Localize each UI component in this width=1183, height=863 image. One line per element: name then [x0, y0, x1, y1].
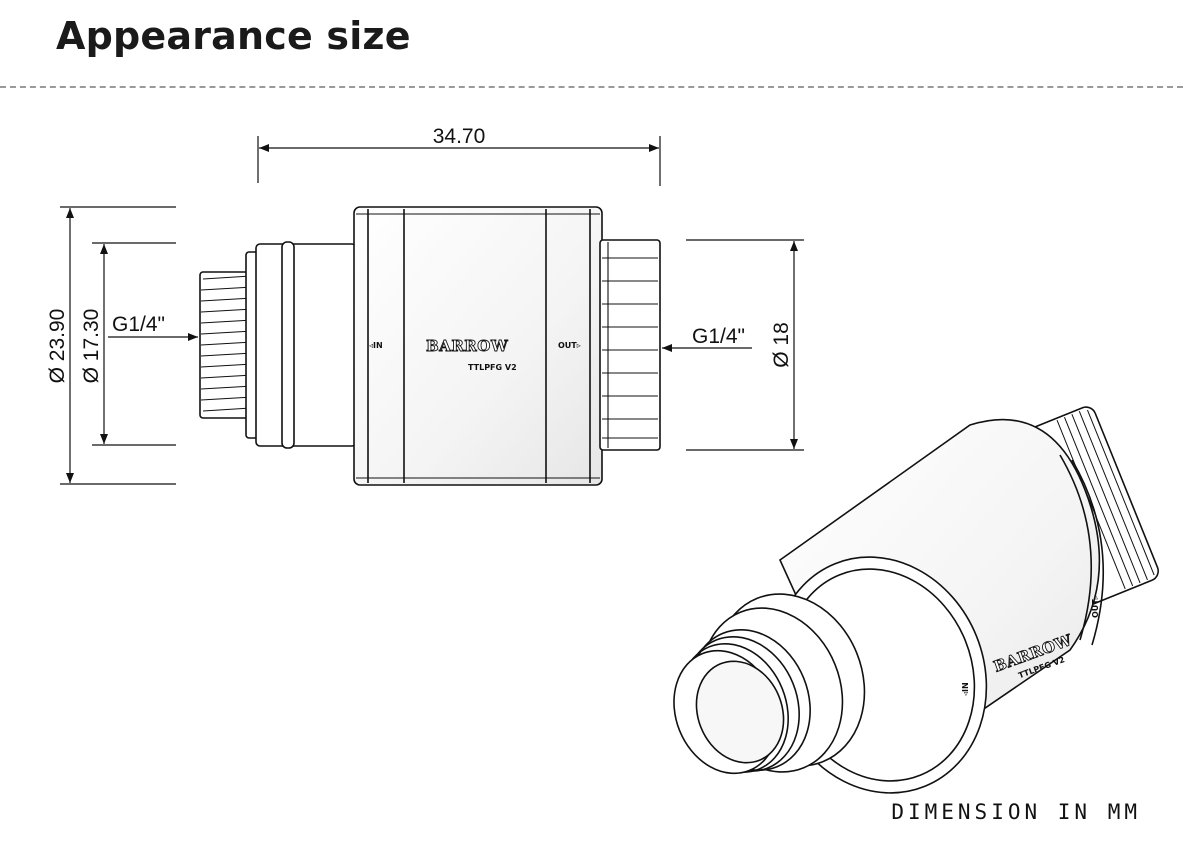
- dim-outer-diameter: 23.90: [46, 309, 69, 362]
- dim-length: 34.70: [433, 125, 486, 148]
- dim-thread-in: G1/4": [112, 313, 165, 336]
- dim-thread-out: G1/4": [692, 325, 745, 348]
- front-view: [199, 206, 661, 486]
- inlet-thread: [199, 271, 255, 419]
- svg-text:Ø 23.90: Ø 23.90: [46, 309, 69, 384]
- isometric-view: [673, 406, 1159, 794]
- dia-symbol: Ø: [770, 351, 793, 367]
- dia-symbol: Ø: [80, 367, 103, 383]
- front-label-out: OUT▹: [558, 341, 581, 350]
- iso-label-in: ◃IN: [961, 682, 970, 696]
- svg-text:Ø 18: Ø 18: [770, 322, 793, 368]
- iso-label-out: OUT▹: [1091, 595, 1100, 618]
- outlet-knurled-nut: [599, 239, 661, 451]
- page-title: Appearance size: [56, 14, 411, 58]
- front-brand-logo: BARROW: [426, 337, 509, 355]
- dim-outlet-diameter: 18: [770, 322, 793, 345]
- dim-inner-diameter: 17.30: [80, 309, 103, 362]
- units-note: DIMENSION IN MM: [891, 800, 1141, 824]
- dia-symbol: Ø: [46, 367, 69, 383]
- svg-text:Ø 17.30: Ø 17.30: [80, 309, 103, 384]
- dimension-lines: [60, 136, 804, 485]
- front-model-text: TTLPFG V2: [468, 363, 517, 372]
- front-label-in: ◃IN: [369, 341, 383, 350]
- section-divider: [0, 86, 1183, 88]
